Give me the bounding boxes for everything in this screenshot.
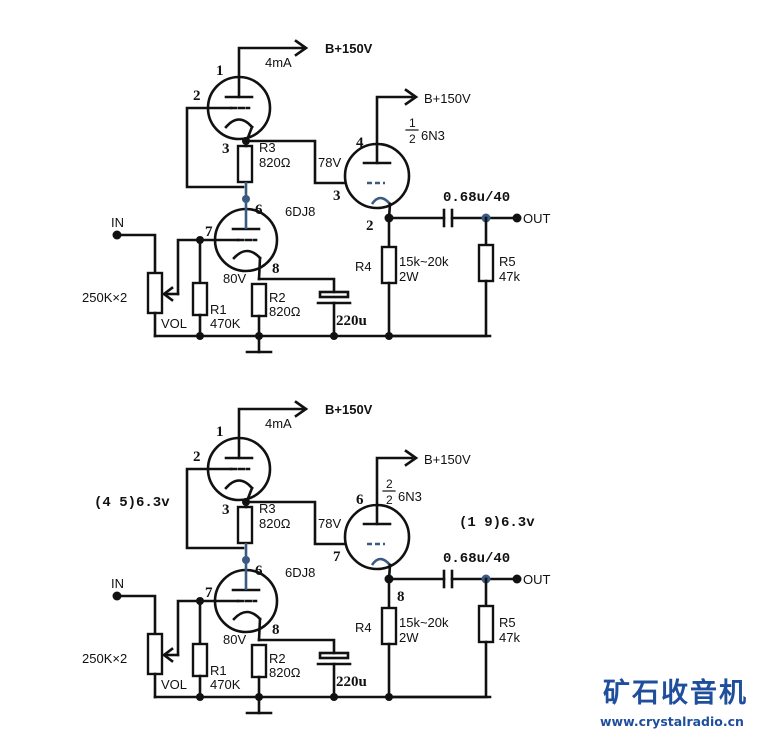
bypass-cap-label: 220u [336, 313, 367, 329]
r3-value: 820Ω [259, 516, 291, 531]
pot-label: 250K×2 [82, 290, 127, 305]
current-label: 4mA [265, 55, 292, 70]
schematic-top: B+150V 4mA B+150V 1 2 3 R3 820Ω 78V 4 3 … [82, 39, 551, 354]
pin-label: 6 [255, 563, 263, 579]
r4-power: 2W [399, 269, 419, 284]
r4-power: 2W [399, 630, 419, 645]
output-label: OUT [523, 211, 551, 226]
heater-left-label: (4 5)6.3v [94, 495, 170, 511]
pin-label: 2 [193, 88, 201, 104]
cathode-voltage: 80V [223, 271, 246, 286]
r2-name: R2 [269, 290, 286, 305]
r1-name: R1 [210, 663, 227, 678]
supply-label-1: B+150V [325, 41, 373, 56]
output-cap-label: 0.68u/40 [443, 551, 510, 567]
r4-name: R4 [355, 620, 372, 635]
r3-name: R3 [259, 140, 276, 155]
pin-label: 7 [205, 224, 213, 240]
tube3-fraction-den: 2 [386, 493, 393, 507]
watermark-url: www.crystalradio.cn [600, 714, 744, 729]
r2-value: 820Ω [269, 304, 301, 319]
r3-name: R3 [259, 501, 276, 516]
input-label: IN [111, 576, 124, 591]
r3-value: 820Ω [259, 155, 291, 170]
pot-name: VOL [161, 677, 187, 692]
tube3-fraction-den: 2 [409, 132, 416, 146]
tube3-fraction-num: 1 [409, 116, 416, 130]
pin-label: 7 [333, 549, 341, 565]
pin-label: 2 [193, 449, 201, 465]
supply-label-2: B+150V [424, 91, 471, 106]
heater-right-label: (1 9)6.3v [459, 515, 535, 531]
pin-label: 8 [397, 589, 405, 605]
pin-label: 3 [222, 502, 230, 518]
pin-label: 7 [205, 585, 213, 601]
r2-name: R2 [269, 651, 286, 666]
schematic-bottom: B+150V 4mA B+150V 1 2 3 R3 820Ω 78V 6 7 … [82, 400, 551, 715]
node-voltage: 78V [318, 155, 341, 170]
current-label: 4mA [265, 416, 292, 431]
pin-label: 6 [255, 202, 263, 218]
watermark-logo: 矿石收音机 www.crystalradio.cn [600, 677, 748, 729]
tube2-type: 6DJ8 [285, 204, 315, 219]
r4-name: R4 [355, 259, 372, 274]
pin-label: 4 [356, 135, 364, 151]
watermark-title: 矿石收音机 [603, 677, 748, 709]
tube2-type: 6DJ8 [285, 565, 315, 580]
r5-name: R5 [499, 254, 516, 269]
pin-label: 2 [366, 218, 374, 234]
pin-label: 8 [272, 261, 280, 277]
output-label: OUT [523, 572, 551, 587]
pin-label: 8 [272, 622, 280, 638]
pot-name: VOL [161, 316, 187, 331]
output-cap-label: 0.68u/40 [443, 190, 510, 206]
r1-name: R1 [210, 302, 227, 317]
pin-label: 3 [222, 141, 230, 157]
tube3-type: 6N3 [421, 128, 445, 143]
supply-label-1: B+150V [325, 402, 373, 417]
node-voltage: 78V [318, 516, 341, 531]
r5-name: R5 [499, 615, 516, 630]
r1-value: 470K [210, 677, 241, 692]
cathode-voltage: 80V [223, 632, 246, 647]
r1-value: 470K [210, 316, 241, 331]
pot-label: 250K×2 [82, 651, 127, 666]
pin-label: 1 [216, 63, 224, 79]
r4-value: 15k~20k [399, 254, 449, 269]
tube3-fraction-num: 2 [386, 477, 393, 491]
r5-value: 47k [499, 630, 520, 645]
pin-label: 1 [216, 424, 224, 440]
r2-value: 820Ω [269, 665, 301, 680]
input-label: IN [111, 215, 124, 230]
pin-label: 3 [333, 188, 341, 204]
pin-label: 6 [356, 492, 364, 508]
tube3-type: 6N3 [398, 489, 422, 504]
supply-label-2: B+150V [424, 452, 471, 467]
bypass-cap-label: 220u [336, 674, 367, 690]
r5-value: 47k [499, 269, 520, 284]
r4-value: 15k~20k [399, 615, 449, 630]
